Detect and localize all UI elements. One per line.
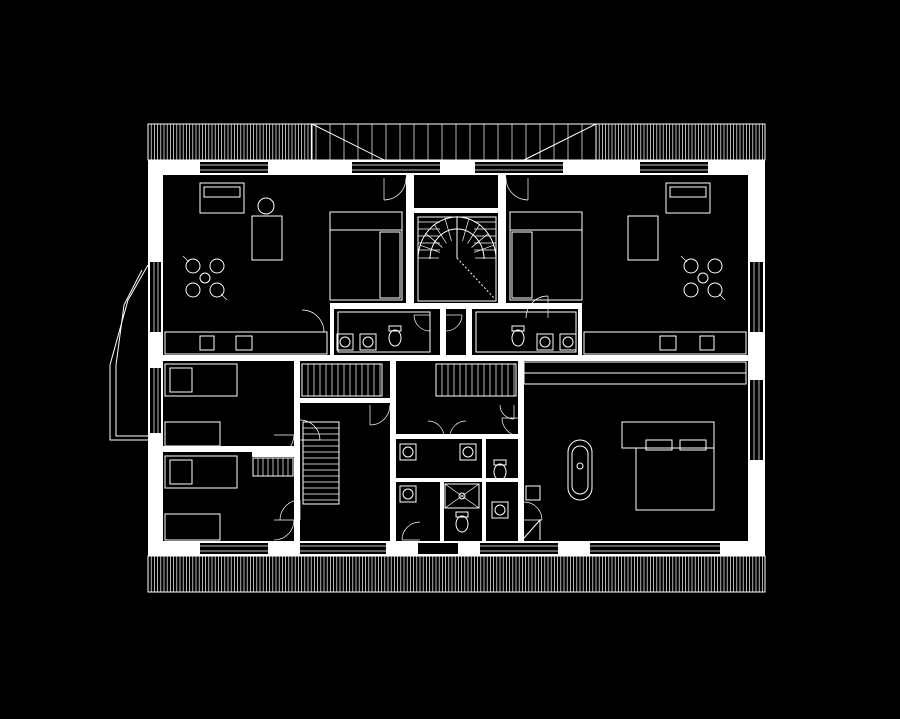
corridor-stairs [252,363,517,505]
bathroom-fixtures [336,311,577,533]
window-frames [153,164,760,552]
spiral-stair [417,216,497,302]
bedrooms-lower-left [164,363,238,541]
sofa-left [199,182,283,261]
wardrobes [329,211,747,385]
exterior-walls [148,160,765,556]
sofa-right [627,182,711,261]
door-swings [273,177,549,541]
roof-eave-bottom [147,555,766,593]
kitchen-counters [164,331,747,355]
roof-eave-top [147,123,766,161]
exterior-stair-left [109,264,149,441]
dining-tables [182,255,726,301]
master-bedroom [523,421,715,540]
interior-walls [163,175,748,541]
